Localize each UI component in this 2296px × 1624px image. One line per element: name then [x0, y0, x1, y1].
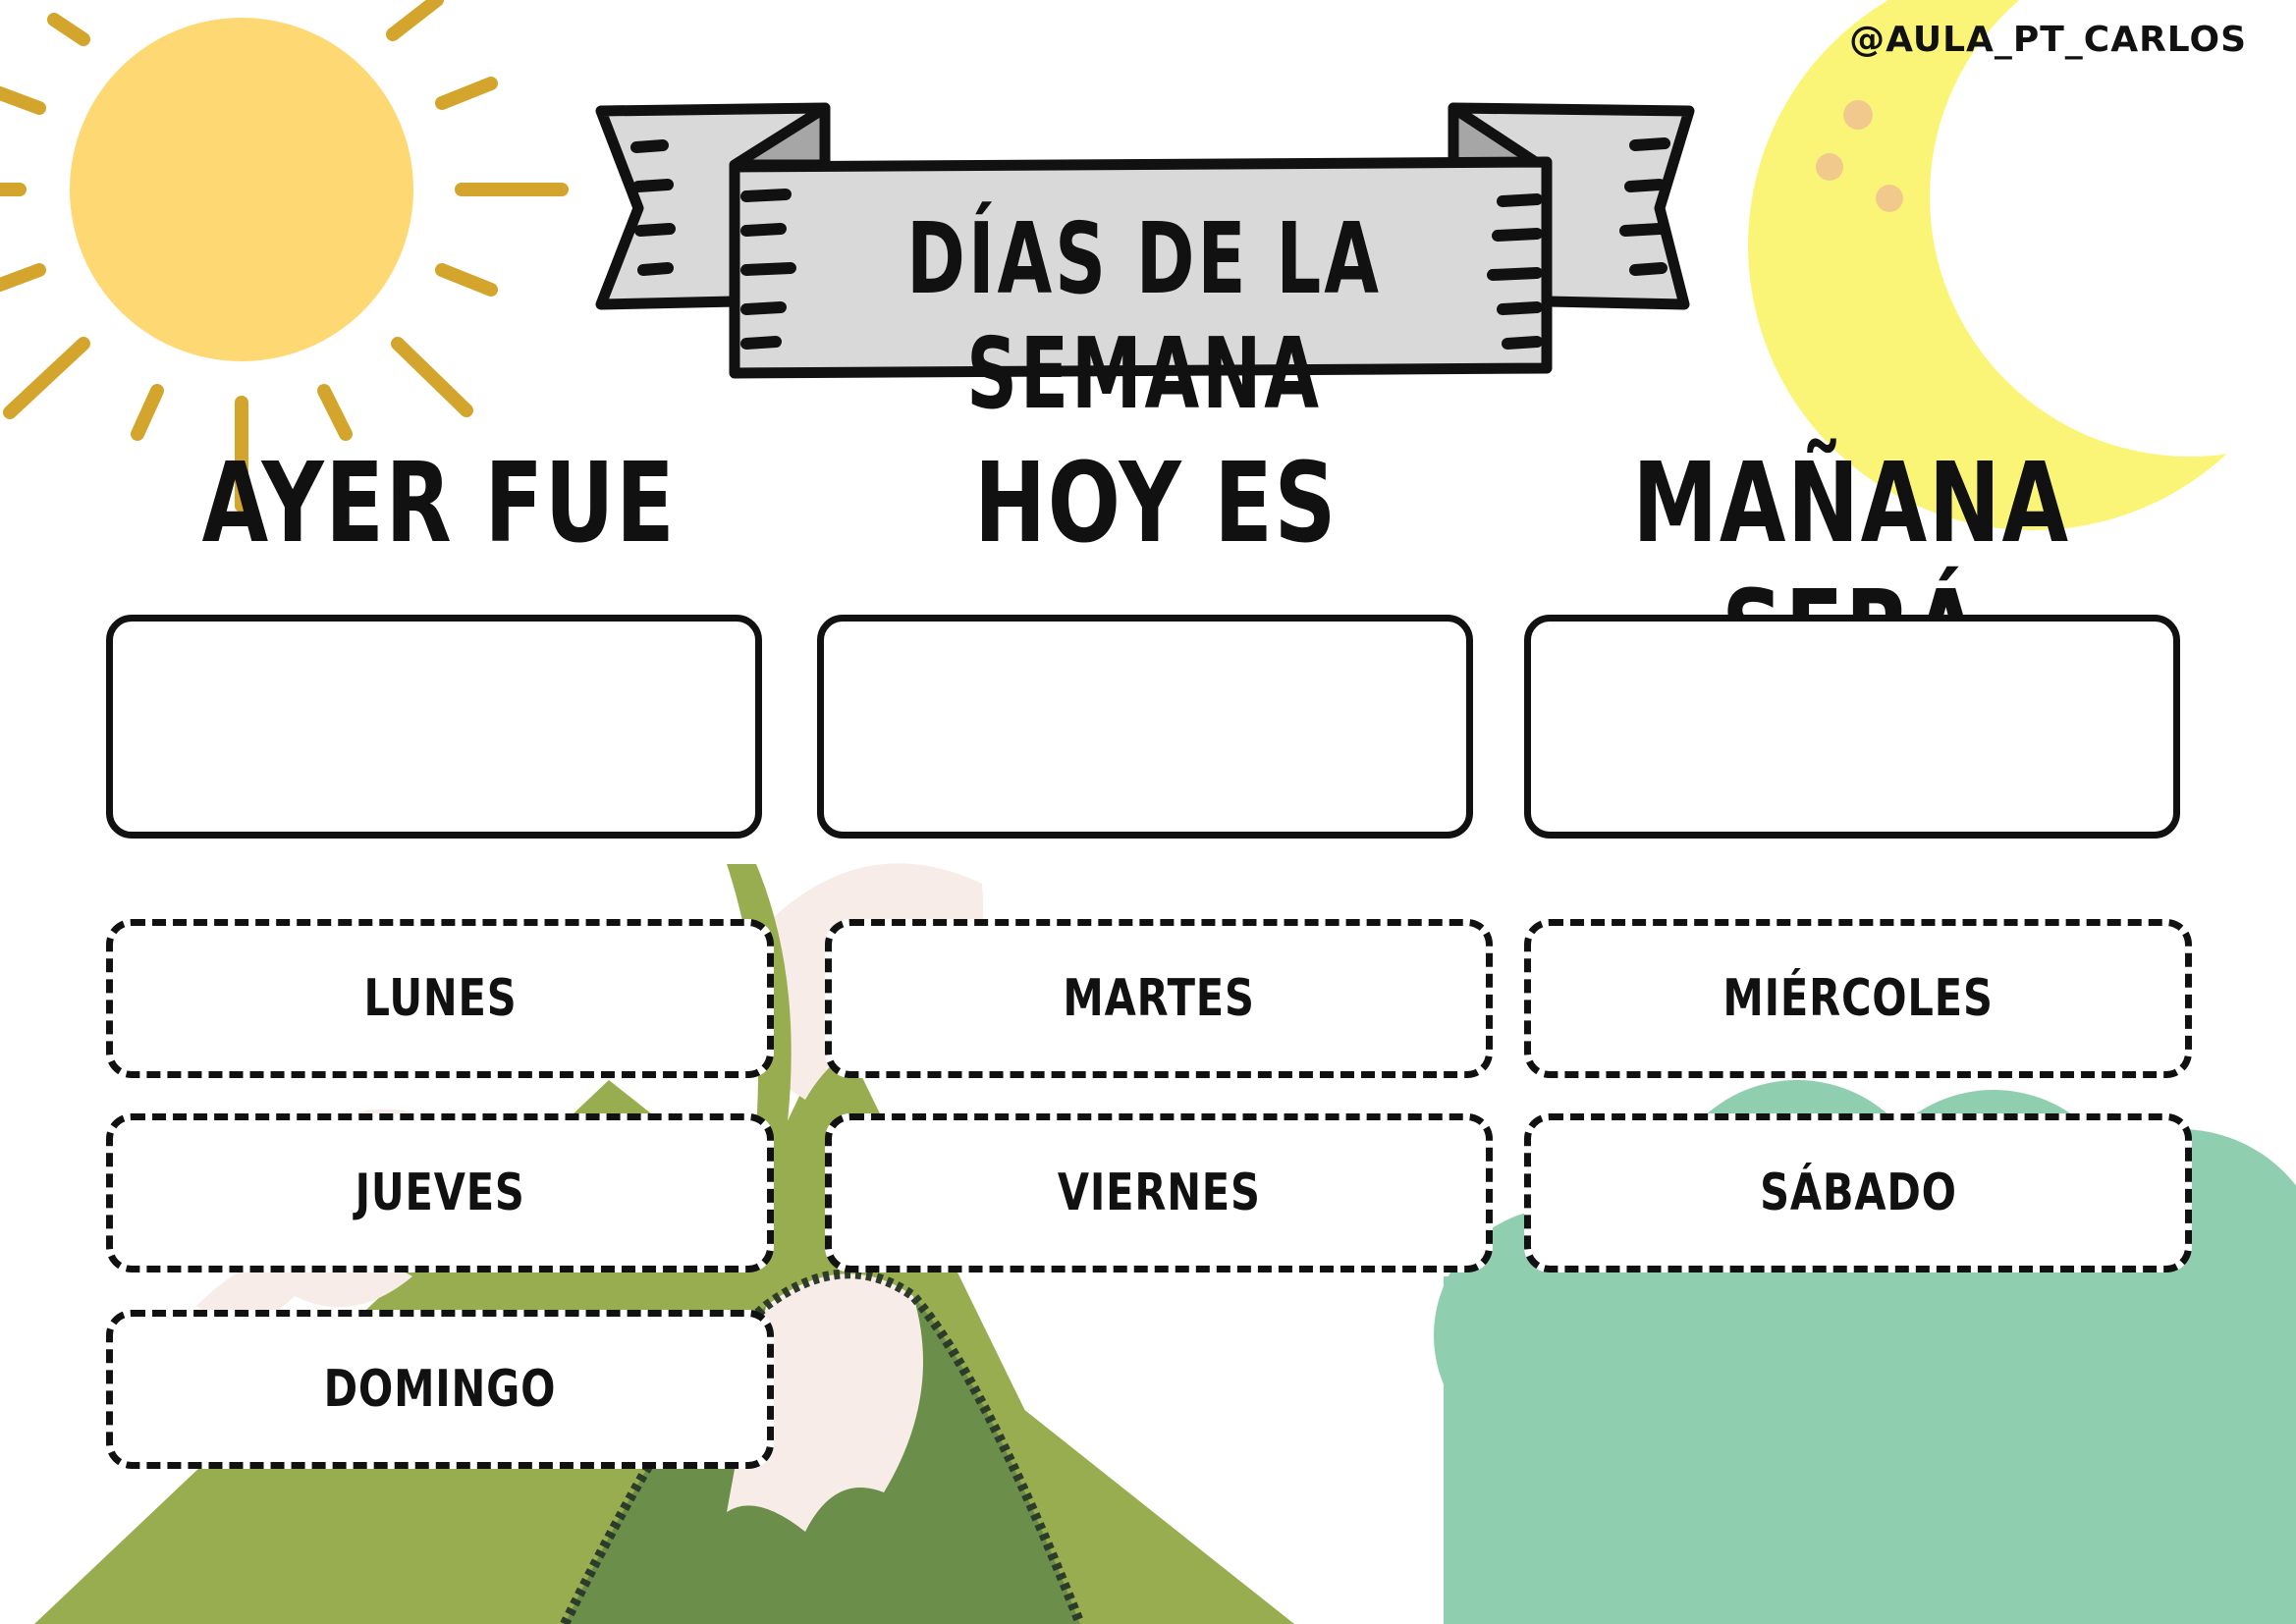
- ribbon-banner: [595, 102, 1695, 379]
- heading-today: HOY ES: [974, 440, 1338, 568]
- answer-box-yesterday[interactable]: [106, 615, 762, 839]
- author-handle: @AULA_PT_CARLOS: [1849, 20, 2247, 60]
- answer-box-today[interactable]: [817, 615, 1473, 839]
- day-card-lunes[interactable]: LUNES: [106, 919, 774, 1078]
- day-card-martes[interactable]: MARTES: [825, 919, 1493, 1078]
- page-title: DÍAS DE LA SEMANA: [906, 201, 1382, 431]
- day-label: VIERNES: [1057, 1164, 1261, 1222]
- sun-icon: [0, 0, 569, 513]
- day-label: MARTES: [1063, 969, 1255, 1028]
- answer-box-tomorrow[interactable]: [1524, 615, 2180, 839]
- day-label: DOMINGO: [323, 1360, 557, 1419]
- day-card-jueves[interactable]: JUEVES: [106, 1113, 774, 1272]
- day-card-sabado[interactable]: SÁBADO: [1524, 1113, 2192, 1272]
- day-card-domingo[interactable]: DOMINGO: [106, 1310, 774, 1469]
- heading-yesterday: AYER FUE: [201, 440, 677, 568]
- moon-icon: [1748, 0, 2296, 530]
- day-label: LUNES: [363, 969, 517, 1028]
- day-label: JUEVES: [355, 1164, 525, 1222]
- day-card-viernes[interactable]: VIERNES: [825, 1113, 1493, 1272]
- day-label: SÁBADO: [1759, 1164, 1957, 1222]
- day-label: MIÉRCOLES: [1722, 969, 1994, 1028]
- day-card-miercoles[interactable]: MIÉRCOLES: [1524, 919, 2192, 1078]
